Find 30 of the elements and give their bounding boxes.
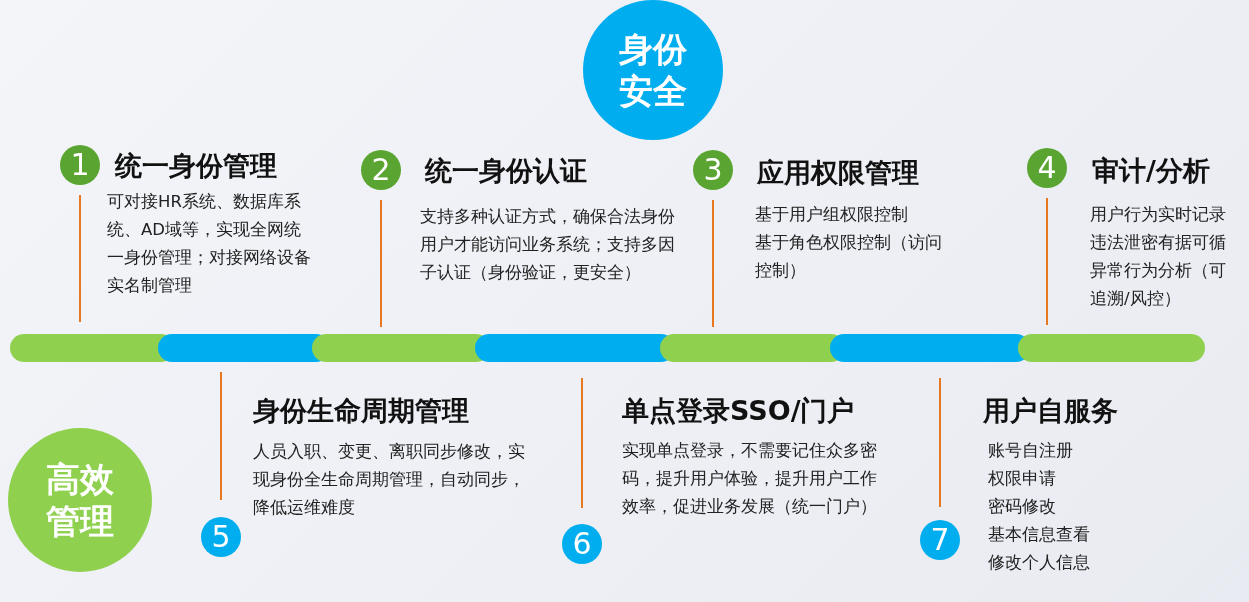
item-description: 人员入职、变更、离职同步修改，实现身份全生命周期管理，自动同步，降低运维难度 <box>253 441 526 519</box>
step-number: 3 <box>693 150 733 190</box>
step-number: 7 <box>920 520 960 560</box>
item-description: 基于用户组权限控制 <box>755 204 909 226</box>
step-number: 5 <box>201 517 241 557</box>
item-description: 基于角色权限控制（访问控制） <box>755 232 943 282</box>
item-description: 异常行为分析（可追溯/风控） <box>1090 260 1227 310</box>
item-description: 可对接HR系统、数据库系统、AD域等，实现全网统一身份管理；对接网络设备实名制管理 <box>107 191 312 297</box>
item-heading: 审计/分析 <box>1092 154 1210 188</box>
item-description: 基本信息查看 <box>988 524 1091 546</box>
item-description: 权限申请 <box>988 468 1057 490</box>
item-heading: 单点登录SSO/门户 <box>622 394 855 428</box>
step-number: 1 <box>60 145 100 185</box>
step-number: 2 <box>361 150 401 190</box>
step-number: 4 <box>1027 148 1067 188</box>
item-heading: 统一身份管理 <box>115 149 277 183</box>
item-description: 密码修改 <box>988 496 1057 518</box>
topic-circle: 高效管理 <box>8 428 152 572</box>
item-heading: 应用权限管理 <box>757 156 919 190</box>
item-description: 实现单点登录，不需要记住众多密码，提升用户体验，提升用户工作效率，促进业务发展（统一门户） <box>622 440 878 518</box>
item-description: 修改个人信息 <box>988 552 1091 574</box>
item-heading: 用户自服务 <box>983 394 1118 428</box>
item-description: 支持多种认证方式，确保合法身份用户才能访问业务系统；支持多因子认证（身份验证，更安全） <box>420 206 676 284</box>
item-heading: 统一身份认证 <box>425 154 587 188</box>
step-number: 6 <box>562 524 602 564</box>
item-description: 用户行为实时记录 <box>1090 204 1227 226</box>
item-description: 违法泄密有据可循 <box>1090 232 1227 254</box>
item-heading: 身份生命周期管理 <box>253 394 469 428</box>
topic-circle: 身份安全 <box>583 0 723 140</box>
item-description: 账号自注册 <box>988 440 1074 462</box>
